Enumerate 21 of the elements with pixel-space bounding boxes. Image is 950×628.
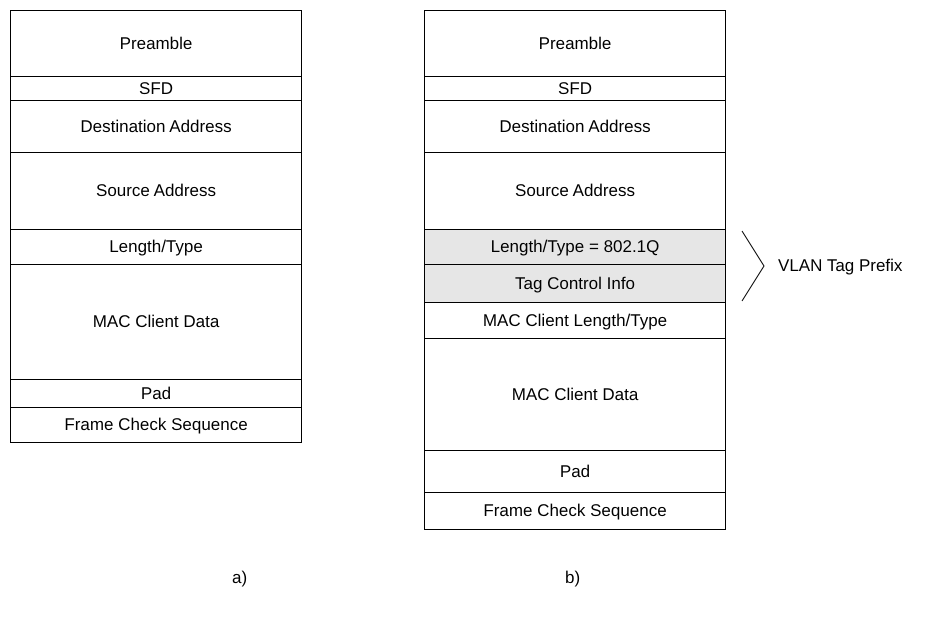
frame-field: Frame Check Sequence [424,492,726,530]
frame-field: Pad [10,379,302,408]
frame-field: SFD [10,76,302,101]
frame-field: Pad [424,450,726,493]
frame-field: Tag Control Info [424,264,726,303]
frame-field: Preamble [10,10,302,77]
frame-field: Destination Address [10,100,302,153]
frame-field: MAC Client Data [424,338,726,451]
frame-field: Destination Address [424,100,726,153]
frame-field: SFD [424,76,726,101]
frame-field: Preamble [424,10,726,77]
frame-field: Length/Type = 802.1Q [424,229,726,265]
frame-field: Source Address [10,152,302,230]
frame-field: MAC Client Length/Type [424,302,726,339]
bracket-label: VLAN Tag Prefix [778,256,902,276]
panel-label: b) [565,568,580,588]
panel-label: a) [232,568,248,588]
frame-field: Length/Type [10,229,302,265]
frame-field: Source Address [424,152,726,230]
frame-field: Frame Check Sequence [10,407,302,443]
frame-field: MAC Client Data [10,264,302,380]
